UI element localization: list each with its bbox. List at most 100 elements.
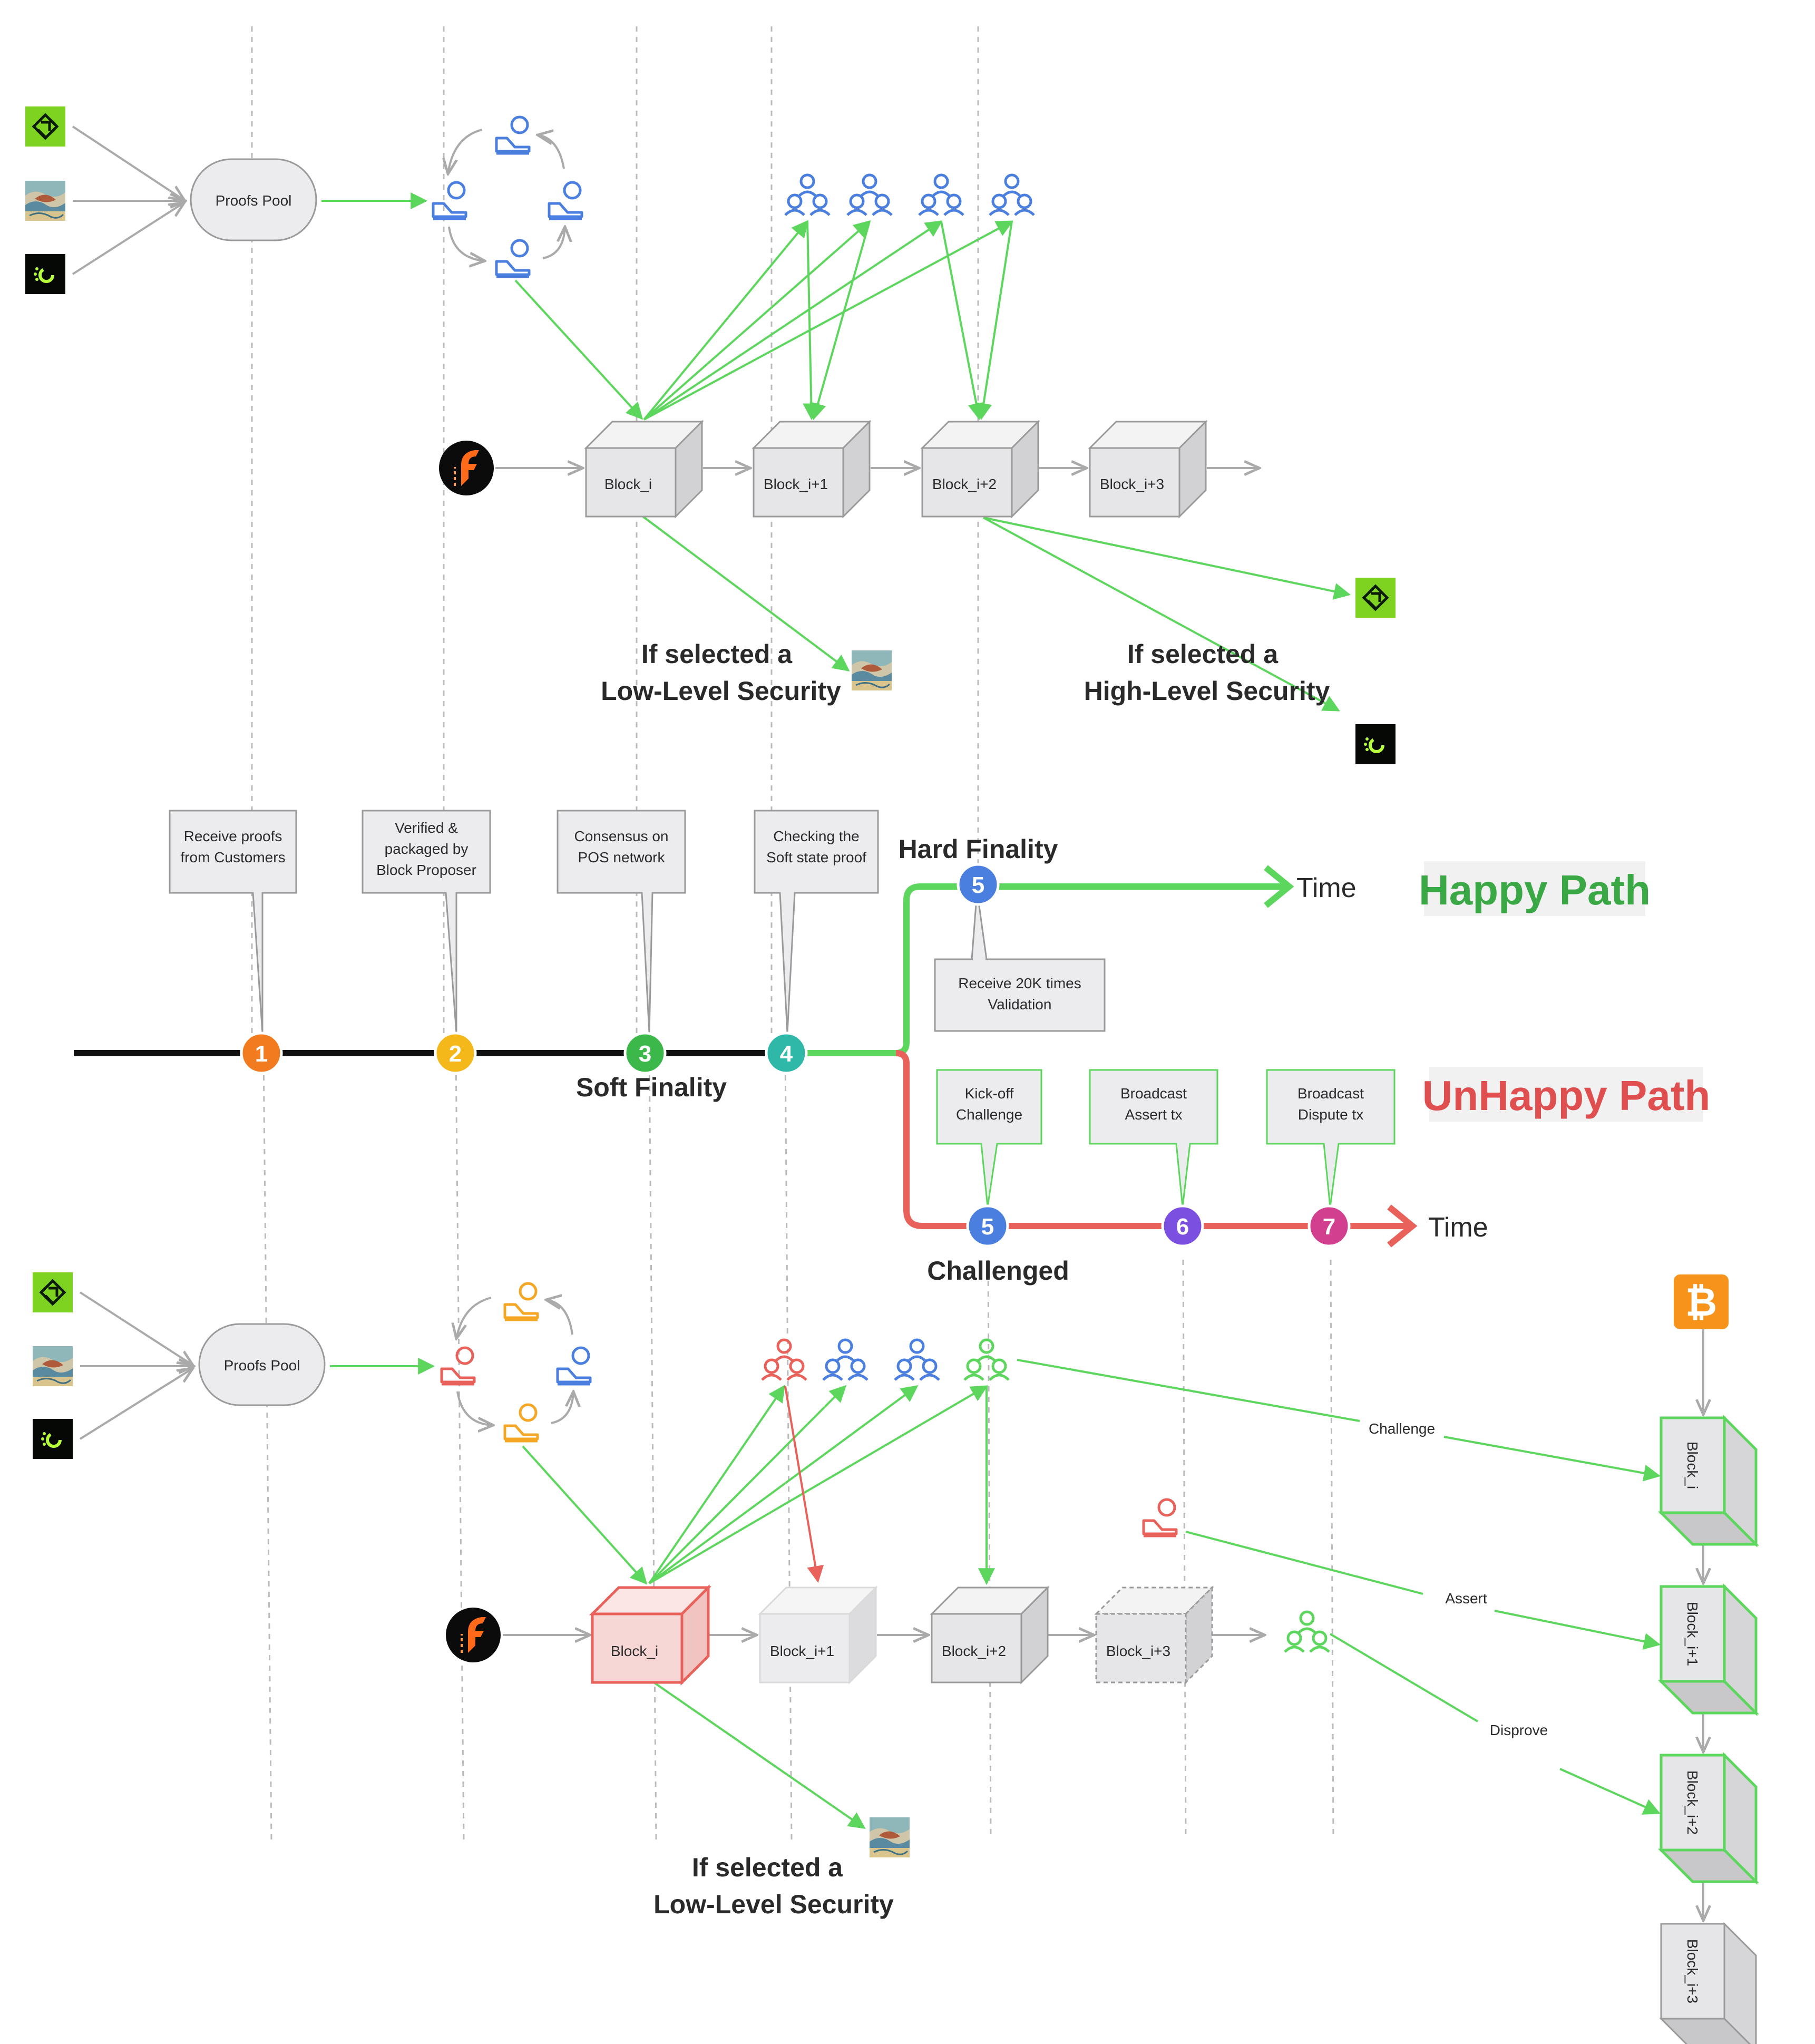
chain-block-0: Block_i [1661, 1418, 1756, 1544]
step-3-marker [623, 1031, 667, 1075]
step-2-marker [434, 1031, 477, 1075]
committee-icon [964, 1340, 1009, 1380]
dragon-painting-icon [24, 180, 66, 222]
committee-icon [762, 1340, 806, 1380]
committee-icon [990, 175, 1034, 215]
top-section: Proofs Pool [25, 106, 1396, 764]
happy-callout [934, 890, 1106, 1032]
validator-icon [442, 1348, 474, 1384]
top-block-1: Block_i+1 [753, 421, 871, 518]
callout-4-line-1: Checking the [773, 828, 859, 844]
unhappy-time-label: Time [1428, 1212, 1488, 1243]
chain-block-label: Block_i+2 [1684, 1770, 1701, 1835]
low-security-line-2: Low-Level Security [601, 676, 841, 706]
flame-logo-icon [445, 1607, 502, 1663]
proofs-pool-label: Proofs Pool [216, 192, 292, 209]
dragon-painting-icon [851, 649, 893, 692]
unhappy-callout-1-line-1: Kick-off [965, 1085, 1014, 1102]
block-label: Block_i+3 [1100, 476, 1164, 492]
bottom-block-1: Block_i+1 [759, 1586, 877, 1683]
callout-1 [169, 810, 297, 1034]
dragon-painting-icon [869, 1816, 911, 1858]
chain-block-label: Block_i+1 [1684, 1602, 1701, 1666]
step-3-number: 3 [639, 1041, 651, 1067]
lime-logo-icon [25, 106, 65, 147]
validator-icon [505, 1283, 538, 1320]
callout-2 [362, 810, 491, 1034]
step-2-number: 2 [449, 1041, 462, 1067]
unhappy-callout-2 [1089, 1069, 1218, 1208]
callout-3 [557, 810, 686, 1034]
bitcoin-icon: ₿ [1674, 1274, 1729, 1329]
top-block-3: Block_i+3 [1089, 421, 1207, 518]
happy-step-marker [957, 863, 1000, 906]
callout-1-line-1: Receive proofs [184, 828, 282, 844]
challenge-edge-label: Challenge [1369, 1420, 1435, 1437]
chain-block-3: Block_i+3 [1660, 1923, 1757, 2044]
happy-arrowhead [1264, 865, 1294, 908]
unhappy-path-title: UnHappy Path [1422, 1072, 1711, 1119]
assert-edge-label: Assert [1445, 1590, 1487, 1607]
callout-3-line-1: Consensus on [574, 828, 668, 844]
low-security-line-1: If selected a [641, 639, 793, 669]
proofs-pool [190, 158, 317, 241]
committee-icon [823, 1340, 867, 1380]
bottom-section: Proofs Pool [33, 1272, 1756, 2044]
callout-1-line-2: from Customers [180, 849, 285, 865]
block-label: Block_i+1 [764, 476, 828, 492]
unhappy-callout-2-line-1: Broadcast [1120, 1085, 1187, 1102]
chain-block-label: Block_i [1684, 1442, 1701, 1489]
block-label: Block_i [604, 476, 652, 492]
bottom-block-3: Block_i+3 [1095, 1586, 1213, 1683]
flame-logo-icon [438, 440, 495, 497]
callout-4-line-2: Soft state proof [766, 849, 866, 865]
ring-logo-icon [33, 1419, 73, 1459]
happy-callout-line-1: Receive 20K times [958, 975, 1081, 991]
chain-block-label: Block_i+3 [1684, 1939, 1701, 2003]
block-label: Block_i [611, 1643, 658, 1659]
chain-block-2: Block_i+2 [1661, 1755, 1756, 1882]
step-4-number: 4 [780, 1041, 793, 1067]
bottom-block-2: Block_i+2 [931, 1586, 1049, 1683]
chain-block-1: Block_i+1 [1661, 1586, 1756, 1713]
unhappy-callout-1 [936, 1069, 1042, 1208]
callout-2-line-2: packaged by [385, 841, 469, 857]
unhappy-callout-3-line-1: Broadcast [1297, 1085, 1364, 1102]
top-block-0: Block_i [585, 421, 703, 518]
callout-2-line-1: Verified & [395, 820, 458, 836]
high-security-line-1: If selected a [1127, 639, 1279, 669]
top-block-2: Block_i+2 [921, 421, 1039, 518]
validator-icon [505, 1405, 538, 1441]
low-security-line-2: Low-Level Security [653, 1890, 894, 1919]
unhappy-step-5-marker [966, 1204, 1009, 1248]
validator-icon [549, 182, 582, 219]
unhappy-callout-3-line-2: Dispute tx [1298, 1106, 1364, 1123]
callout-2-line-3: Block Proposer [376, 862, 476, 878]
unhappy-step-6-number: 6 [1176, 1214, 1189, 1240]
happy-step-number: 5 [972, 872, 984, 898]
guide-lines [251, 26, 1334, 1840]
block-label: Block_i+1 [770, 1643, 834, 1659]
happy-path-badge [1424, 861, 1645, 916]
lime-logo-icon [33, 1272, 73, 1312]
callout-4 [754, 810, 879, 1034]
step-4-marker [765, 1031, 808, 1075]
validator-icon [433, 182, 466, 219]
committee-group [785, 175, 1034, 215]
committee-icon [785, 175, 830, 215]
committee-icon [895, 1340, 939, 1380]
validator-icon [558, 1348, 590, 1384]
soft-finality-label: Soft Finality [576, 1073, 727, 1102]
step-1-marker [240, 1031, 283, 1075]
happy-time-label: Time [1296, 873, 1357, 903]
unhappy-step-6-marker [1161, 1204, 1204, 1248]
unhappy-step-7-marker [1307, 1204, 1351, 1248]
unhappy-step-7-number: 7 [1323, 1214, 1335, 1240]
validator-icon [496, 240, 529, 277]
unhappy-branch [895, 1050, 1408, 1229]
proofs-pool-label: Proofs Pool [224, 1357, 300, 1374]
block-label: Block_i+2 [942, 1643, 1006, 1659]
unhappy-callout-3 [1266, 1069, 1396, 1208]
ring-logo-icon [1355, 724, 1396, 764]
